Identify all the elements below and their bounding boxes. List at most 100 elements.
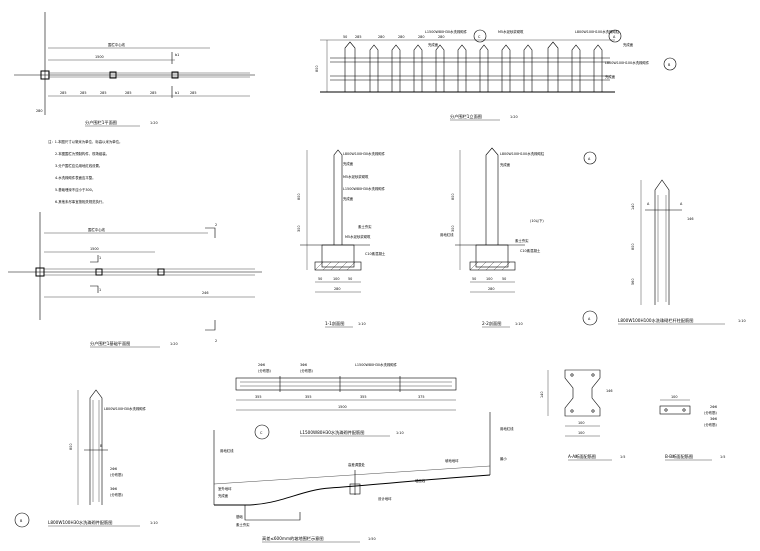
section-1-1: 800 300 L800W100H30水洗珠砌件 完成面 M5水泥砂浆砌筑 L1… (297, 149, 386, 328)
bubble-a-elev (608, 29, 622, 43)
bubble-b-detail (14, 512, 30, 528)
plan1-mark-b1b: b1 (175, 91, 179, 95)
bubble-a-sec22-text: A (588, 157, 591, 161)
elev-dim-6: 280 (438, 35, 444, 39)
plan1-dim-b5: 285 (150, 91, 156, 95)
postA-dim-800: 800 (631, 244, 635, 250)
beamC-dim-total-text: 1500 (338, 405, 347, 409)
picket-3 (391, 44, 401, 92)
postA-side-dim: 146 (687, 217, 693, 221)
sec22-dim-w3: 50 (502, 277, 506, 281)
postB-rebar-a: 2Φ6 (110, 467, 117, 471)
postB-outline (89, 389, 103, 505)
plan1-post (40, 70, 50, 80)
elev-dim-3: 280 (378, 35, 384, 39)
postA-title: L800W100H100水洗珠砌栏杆柱配筋图 (618, 317, 693, 324)
sec11-dim-total-text: 280 (334, 287, 340, 291)
post-detail-a: 800 560 140 A A 146 A L800W100H100水洗珠砌栏杆… (582, 179, 746, 326)
beam-detail-c: 2Φ6 (分布筋) 3Φ6 (分布筋) L1500W80H30水洗珠砌件 355… (235, 362, 457, 440)
sec11-dim-w2: 100 (333, 277, 339, 281)
sec11-hatch-3 (330, 261, 340, 271)
sec11-hatch-2 (322, 261, 332, 271)
beamC-scale: 1:10 (396, 431, 404, 435)
elev-callout-l800b: L800W100H100水洗珠砌件 (605, 60, 650, 65)
bubble-c-detail-text: C (260, 431, 263, 435)
sec11-hatch-4 (338, 261, 348, 271)
slope-rail-line (213, 465, 491, 485)
plan1-bottom-dims: 285 285 285 285 285 285 (60, 91, 196, 95)
bubble-b-detail-text: B (20, 519, 23, 523)
slope-label-boundary: 用地红线 (220, 448, 234, 453)
postB-cut-b: B (100, 444, 103, 448)
beamC-callout: L1500W80H30水洗珠砌件 (355, 362, 398, 367)
beamC-rebar-b-note: (分布筋) (300, 368, 313, 373)
note-1: 注：1.本图尺寸以毫米为单位，标高以米为单位。 (48, 139, 122, 144)
sec22-hatch-3 (485, 261, 495, 271)
slope-label-grade-2: 坡地地坪 (445, 458, 459, 463)
elev-callout-l800: L800W100H100水洗珠砌柱 (575, 29, 620, 34)
sec22-footing (475, 244, 509, 268)
elev-callout-finish: 完成面 (428, 42, 439, 47)
postB-callout: L800W100H30水洗珠砌件 (104, 406, 147, 411)
plan-view-foundation: 围栏中心线 1500 2 2 1 1 246 分户围栏1基础平面图 1:20 (8, 212, 262, 348)
bubble-c-elev-text: C (478, 35, 481, 39)
sec11-callout-2: 完成面 (343, 161, 354, 166)
secBB-outline (659, 405, 691, 415)
postB-rebar-b: 3Φ6 (110, 487, 117, 491)
section-a-a: 140 146 100 100 A-A断面配筋图 1:5 (540, 369, 625, 461)
sec22-callout-4: 素土夯实 (515, 238, 529, 243)
cut-mark-1-label-top: 1 (99, 256, 101, 260)
picket-1 (344, 41, 356, 92)
sec22-hatch-2 (477, 261, 487, 271)
secAA-side-dim: 146 (606, 389, 612, 393)
secBB-rebar-b: 3Φ6 (710, 417, 717, 421)
secAA-rebar-3 (570, 409, 574, 413)
slope-label-boundary-2: 用地红线 (500, 426, 514, 431)
postA-dim-140: 140 (631, 204, 635, 210)
slope-ground-line (214, 474, 491, 506)
slope-label-base: 设计地坪 (378, 496, 392, 501)
picket-12 (593, 44, 603, 92)
picket-8 (501, 44, 511, 92)
bubble-a-elev-text: A (613, 35, 616, 39)
secBB-rebar-a: 2Φ6 (710, 405, 717, 409)
fplan-top-label: 围栏中心线 (88, 227, 106, 232)
general-notes: 注：1.本图尺寸以毫米为单位，标高以米为单位。 2.本图围栏为预制构件，现场组装… (48, 139, 122, 204)
elev-dim-4: 280 (398, 35, 404, 39)
elev-callout-finish-2: 完成面 (623, 42, 634, 47)
picket-6 (457, 44, 467, 92)
postA-outline (654, 179, 670, 305)
elev-scale: 1:20 (510, 115, 518, 119)
beamC-dim-3: 355 (360, 395, 366, 399)
slope-footing (244, 505, 301, 521)
sec11-dim-w3: 50 (348, 277, 352, 281)
picket-7 (479, 44, 489, 92)
sec22-hatch-5 (501, 261, 511, 271)
cut-mark-1-bot (90, 285, 99, 293)
plan1-dim-b3: 285 (100, 91, 106, 95)
sec11-callout-8: C10素混凝土 (365, 251, 386, 256)
fplan-title: 分户围栏1基础平面图 (90, 340, 130, 347)
sec11-scale: 1:10 (358, 322, 366, 326)
sec22-dim-total-text: 280 (488, 287, 494, 291)
picket-11 (571, 44, 581, 92)
sec11-dim-300: 300 (297, 226, 301, 232)
secAA-scale: 1:5 (620, 455, 625, 459)
section-2-2: 800 300 A L800W100H100水洗珠砌柱 完成面 (10以下) 用… (440, 147, 597, 328)
beamC-rebar-a-note: (分布筋) (258, 368, 271, 373)
note-5: 5.基础埋深不应小于300。 (55, 187, 95, 192)
sec11-dim-800: 800 (297, 194, 301, 200)
sec11-post (333, 149, 343, 245)
postB-rebar-b-note: (分布筋) (110, 492, 123, 497)
secAA-title: A-A断面配筋图 (568, 453, 596, 460)
slope-label-found: 素土夯实 (236, 522, 250, 527)
sec11-callout-6: 素土夯实 (358, 224, 372, 229)
picket-9 (523, 44, 533, 92)
secBB-scale: 1:5 (720, 455, 725, 459)
slope-scale: 1:50 (368, 537, 376, 541)
cut-mark-2-bot (205, 320, 216, 331)
sec22-callout-2: 完成面 (500, 162, 511, 167)
plan1-post-2 (109, 71, 117, 79)
elev-dim-2: 285 (355, 35, 361, 39)
